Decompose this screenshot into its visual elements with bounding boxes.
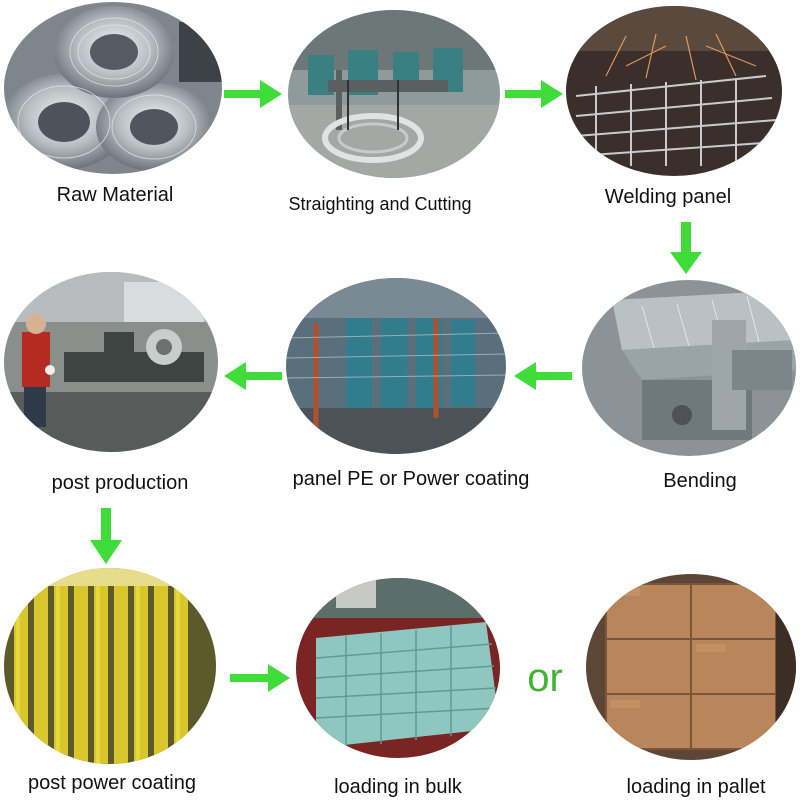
or-connector-text: or [527,656,563,700]
step-post-power-coating-label: post power coating [28,772,196,794]
step-bending-image [582,280,796,456]
step-raw-material-label: Raw Material [56,184,174,206]
step-loading-bulk-label: loading in bulk [334,776,462,798]
step-welding-panel-image [566,6,782,176]
arrow-icon [666,220,706,276]
arrow-icon [222,74,284,114]
step-panel-coating-image [286,278,506,454]
arrow-icon [222,356,284,396]
step-loading-bulk-image [296,578,500,758]
arrow-icon [86,506,126,566]
arrow-icon [228,658,292,698]
step-straightening-cutting-image [288,10,500,178]
arrow-icon [512,356,574,396]
step-panel-coating-label: panel PE or Power coating [292,468,530,490]
arrow-icon [503,74,565,114]
step-post-production-image [4,272,218,452]
step-loading-pallet-image [586,574,796,760]
step-raw-material-image [4,2,222,174]
step-bending-label: Bending [663,470,737,492]
step-post-power-coating-image [4,568,216,764]
step-straightening-cutting-label: Straighting and Cutting [288,194,472,214]
step-welding-panel-label: Welding panel [604,186,732,208]
step-loading-pallet-label: loading in pallet [626,776,766,798]
step-post-production-label: post production [51,472,189,494]
